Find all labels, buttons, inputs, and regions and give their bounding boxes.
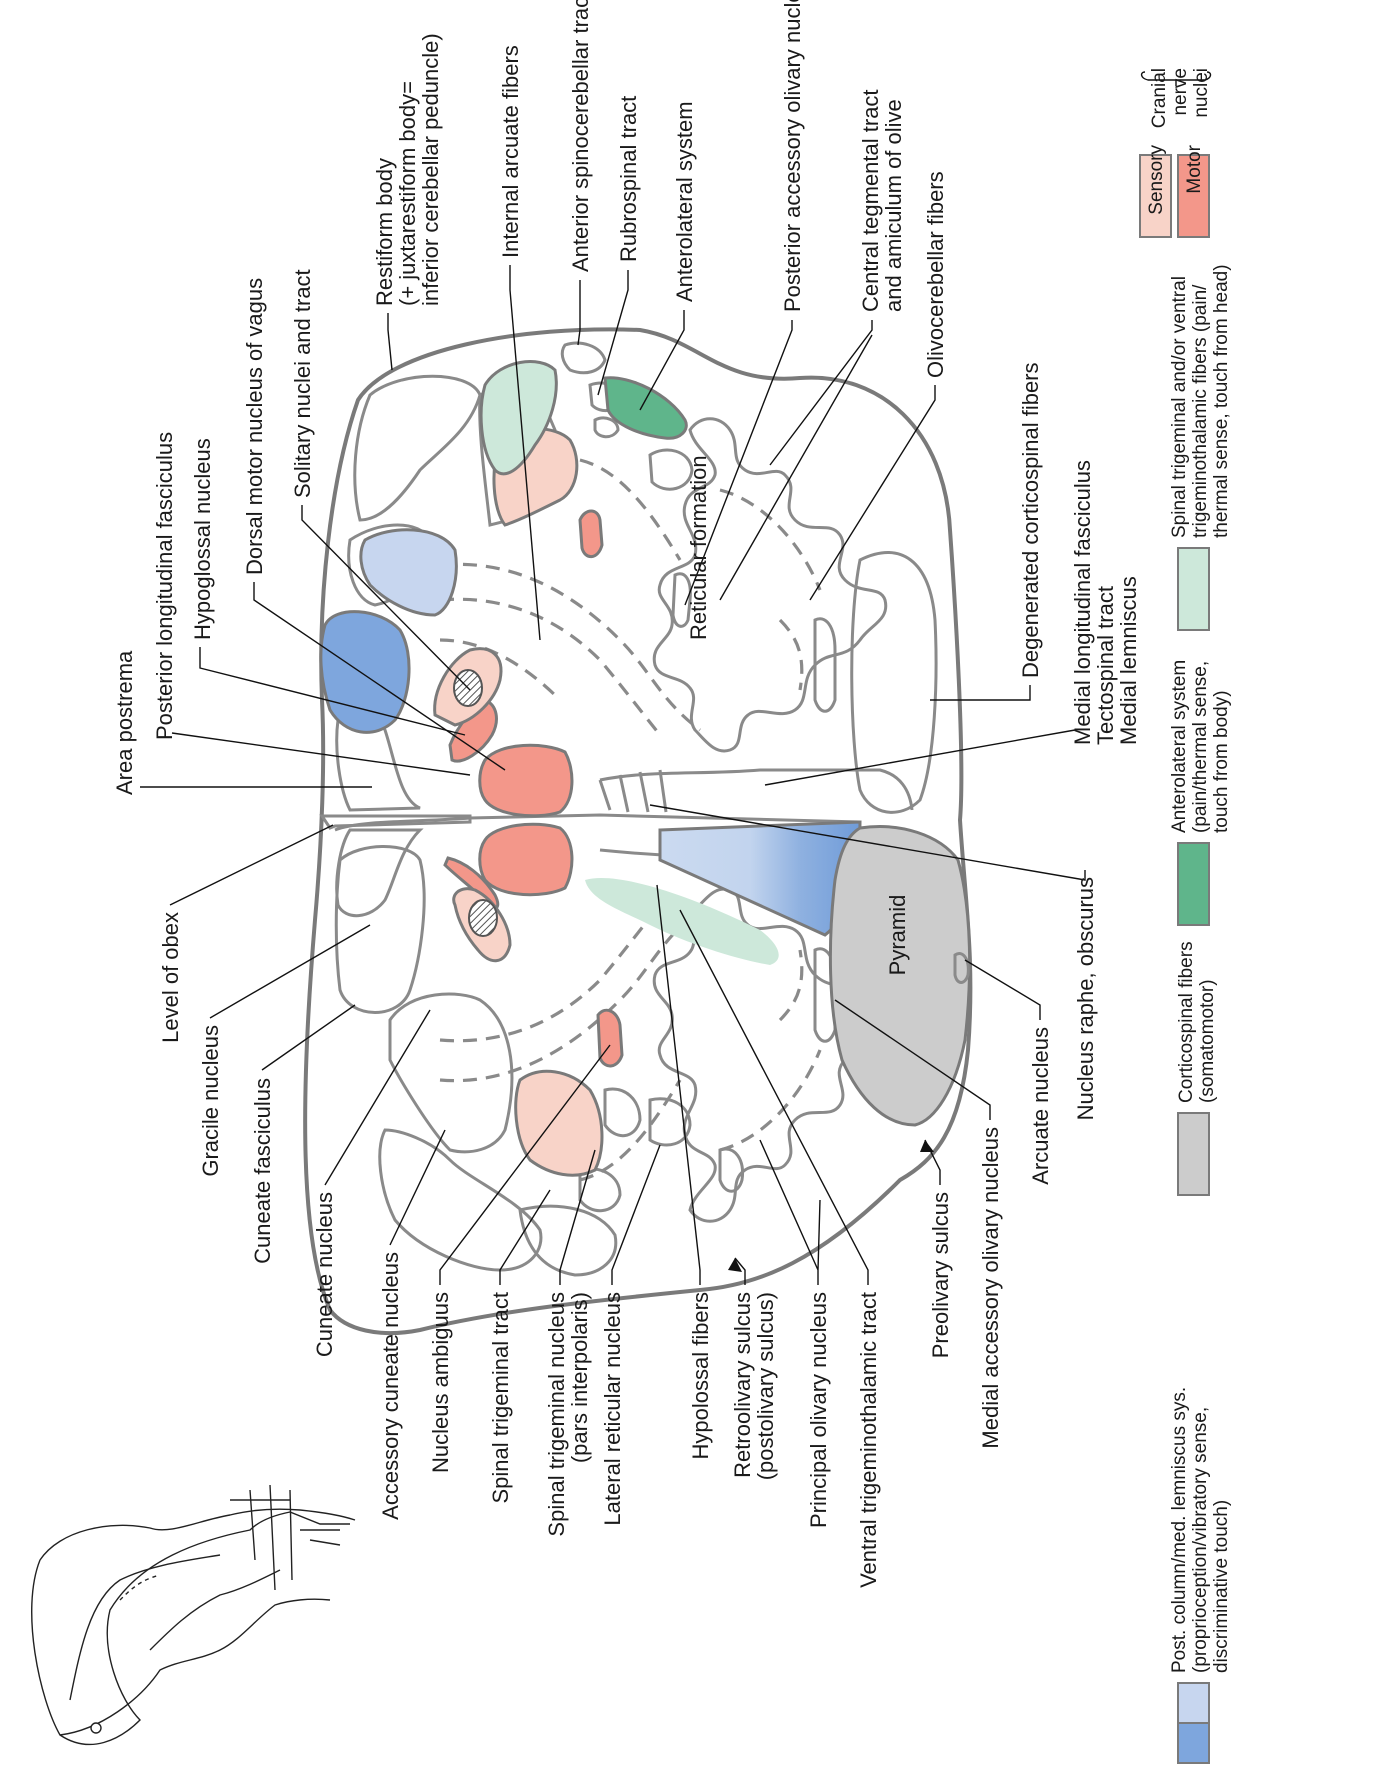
nucleus-ambiguus-upper bbox=[580, 511, 602, 557]
legend-corticospinal-2: (somatomotor) bbox=[1197, 979, 1218, 1103]
label-internal-arcuate: Internal arcuate fibers bbox=[498, 45, 523, 258]
legend-trigeminal-3: thermal sense, touch from head) bbox=[1211, 264, 1232, 538]
label-retroolivary-2: (postolivary sulcus) bbox=[753, 1292, 778, 1480]
label-restiform-3: inferior cerebellar peduncle) bbox=[418, 33, 443, 306]
label-posterior-accessory-olivary: Posterior accessory olivary nucleus bbox=[780, 0, 805, 312]
legend-swatch-post-column-dark bbox=[1178, 1723, 1209, 1763]
label-degenerated-corticospinal: Degenerated corticospinal fibers bbox=[1018, 362, 1043, 678]
label-tectospinal: Tectospinal tract bbox=[1093, 586, 1118, 745]
label-medial-lemniscus: Medial lemniscus bbox=[1116, 576, 1141, 745]
label-arcuate-nucleus: Arcuate nucleus bbox=[1028, 1027, 1053, 1185]
legend-swatch-corticospinal bbox=[1178, 1113, 1209, 1195]
label-ventral-trigeminothalamic: Ventral trigeminothalamic tract bbox=[856, 1292, 881, 1588]
solitary-tract-lower bbox=[469, 900, 497, 936]
label-accessory-cuneate: Accessory cuneate nucleus bbox=[378, 1252, 403, 1520]
legend-swatch-trigeminal bbox=[1178, 548, 1209, 630]
label-anterior-spinocerebellar: Anterior spinocerebellar tract bbox=[568, 0, 593, 272]
legend-cranial-3: nuclei bbox=[1191, 68, 1212, 118]
label-reticular-formation: Reticular formation bbox=[686, 455, 711, 640]
label-nucleus-raphe: Nucleus raphe, obscurus bbox=[1073, 877, 1098, 1120]
legend-motor-label: Motor bbox=[1184, 144, 1205, 193]
brainstem-thumbnail bbox=[32, 1485, 355, 1744]
label-area-postrema: Area postrema bbox=[112, 650, 137, 795]
legend-swatch-post-column-light bbox=[1178, 1683, 1209, 1723]
label-hypolossal-fibers: Hypolossal fibers bbox=[688, 1292, 713, 1460]
label-dorsal-motor-vagus: Dorsal motor nucleus of vagus bbox=[242, 278, 267, 575]
label-solitary-nuclei: Solitary nuclei and tract bbox=[290, 269, 315, 498]
legend-anterolateral-3: touch from body) bbox=[1211, 690, 1232, 833]
legend-anterolateral-1: Anterolateral system bbox=[1169, 660, 1190, 833]
legend-sensory-label: Sensory bbox=[1146, 145, 1167, 215]
legend-cranial-2: nerve bbox=[1170, 68, 1191, 116]
label-restiform-2: (+ juxtarestiform body= bbox=[395, 81, 420, 306]
label-cuneate-nucleus: Cuneate nucleus bbox=[312, 1192, 337, 1357]
label-cuneate-fasciculus: Cuneate fasciculus bbox=[250, 1078, 275, 1264]
legend-swatch-anterolateral bbox=[1178, 843, 1209, 925]
label-spinal-trigeminal-tract: Spinal trigeminal tract bbox=[488, 1292, 513, 1504]
legend-post-column-1: Post. column/med. lemniscus sys. bbox=[1169, 1387, 1190, 1673]
legend-cranial-1: Cranial bbox=[1149, 68, 1170, 128]
label-posterior-longitudinal-fasciculus: Posterior longitudinal fasciculus bbox=[152, 432, 177, 740]
label-lateral-reticular: Lateral reticular nucleus bbox=[600, 1292, 625, 1526]
label-spinal-trigeminal-nucleus-1: Spinal trigeminal nucleus bbox=[544, 1292, 569, 1537]
label-anterolateral-system: Anterolateral system bbox=[672, 101, 697, 302]
label-principal-olivary: Principal olivary nucleus bbox=[806, 1292, 831, 1528]
legend-trigeminal-1: Spinal trigeminal and/or ventral bbox=[1169, 276, 1190, 538]
label-hypoglossal-nucleus: Hypoglossal nucleus bbox=[190, 438, 215, 640]
label-rubrospinal: Rubrospinal tract bbox=[616, 96, 641, 262]
legend-post-column-3: discriminative touch) bbox=[1211, 1500, 1232, 1673]
label-central-tegmental-1: Central tegmental tract bbox=[858, 89, 883, 312]
label-nucleus-ambiguus: Nucleus ambiguus bbox=[428, 1292, 453, 1473]
label-retroolivary-1: Retroolivary sulcus bbox=[730, 1292, 755, 1478]
nucleus-ambiguus-lower bbox=[598, 1010, 622, 1066]
label-medial-accessory-olivary: Medial accessory olivary nucleus bbox=[978, 1127, 1003, 1449]
label-gracile-nucleus: Gracile nucleus bbox=[198, 1025, 223, 1177]
label-medial-longitudinal: Medial longitudinal fasciculus bbox=[1070, 460, 1095, 745]
hypoglossal-nucleus-upper bbox=[480, 745, 572, 816]
pyramid-label: Pyramid bbox=[885, 895, 910, 976]
label-restiform-1: Restiform body bbox=[372, 158, 397, 306]
cuneate-blue-upper bbox=[321, 612, 409, 733]
label-central-tegmental-2: and amiculum of olive bbox=[881, 99, 906, 312]
legend-corticospinal-1: Corticospinal fibers bbox=[1176, 941, 1197, 1103]
legend-post-column-2: (proprioception/vibratory sense, bbox=[1190, 1407, 1211, 1673]
legend-anterolateral-2: (pain/thermal sense, bbox=[1190, 661, 1211, 833]
legend: Sensory Motor Cranial nerve nuclei Spina… bbox=[1140, 68, 1232, 1763]
legend-trigeminal-2: trigeminothalamic fibers (pain/ bbox=[1190, 284, 1211, 538]
label-spinal-trigeminal-nucleus-2: (pars interpolaris) bbox=[567, 1292, 592, 1463]
label-level-of-obex: Level of obex bbox=[158, 912, 183, 1043]
label-preolivary-sulcus: Preolivary sulcus bbox=[928, 1192, 953, 1358]
medulla-section: Pyramid bbox=[305, 329, 970, 1333]
label-olivocerebellar: Olivocerebellar fibers bbox=[923, 171, 948, 378]
hypoglossal-nucleus-lower bbox=[480, 824, 572, 895]
